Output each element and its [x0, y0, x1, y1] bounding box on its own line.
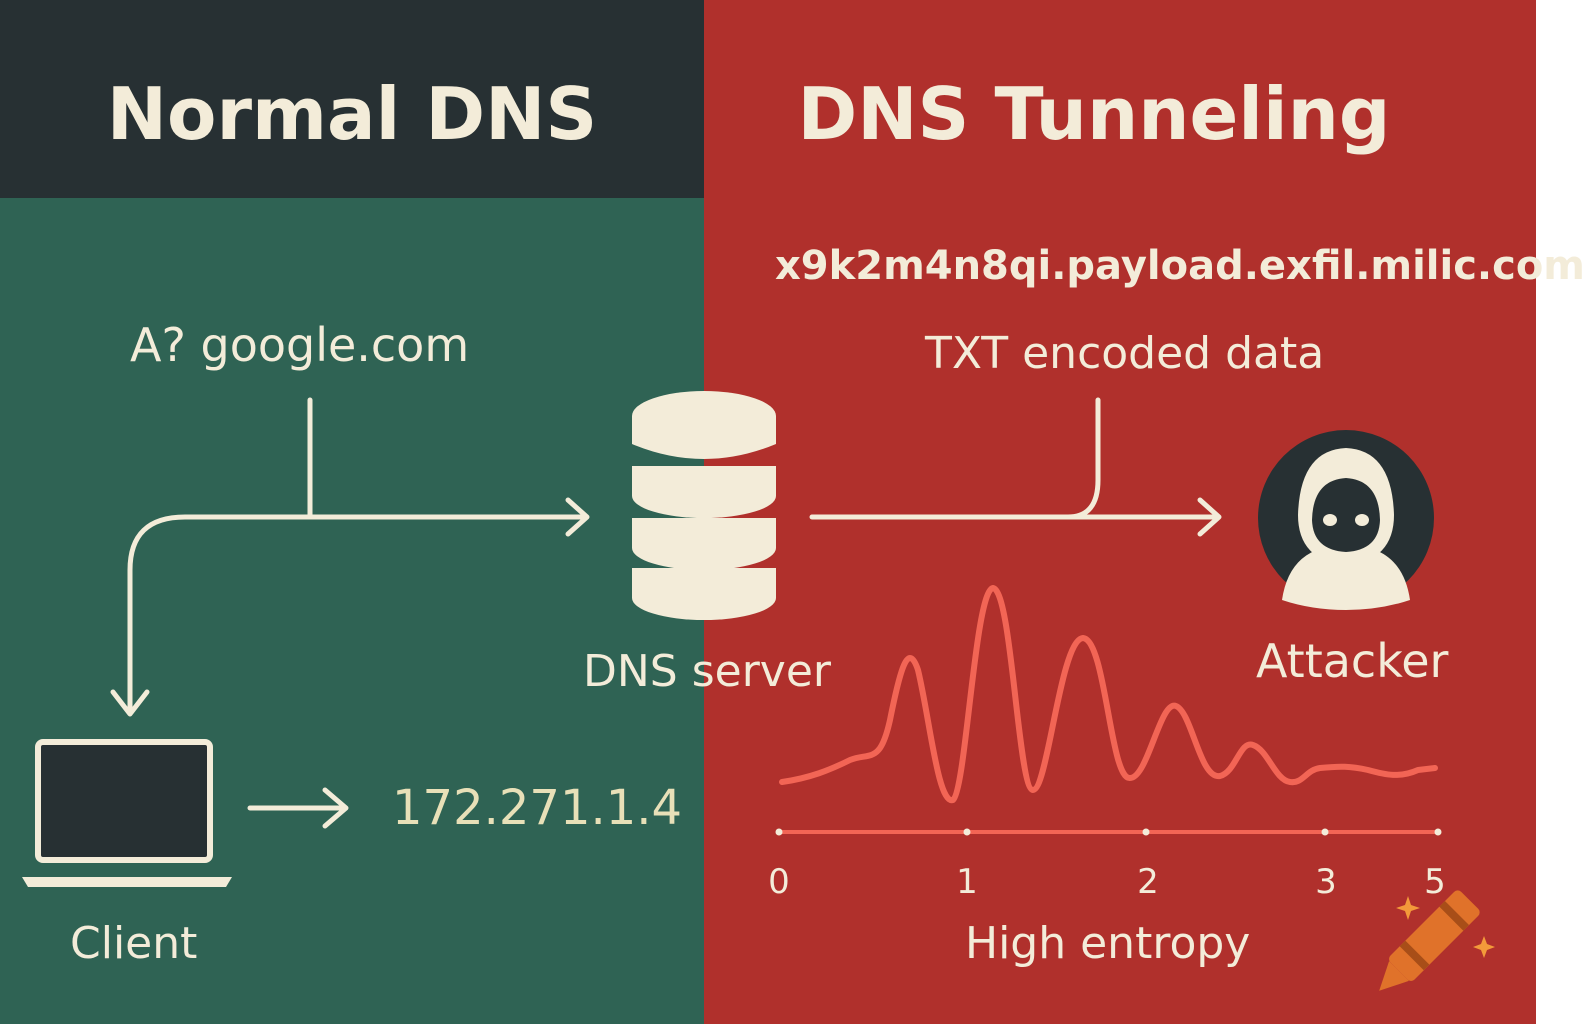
- query-flow-arrow: [110, 397, 590, 717]
- entropy-waveform: [779, 585, 1438, 803]
- txt-record-label: TXT encoded data: [925, 328, 1325, 379]
- answer-arrow: [247, 787, 349, 829]
- normal-dns-title: Normal DNS: [106, 72, 598, 156]
- axis-tick-label: 3: [1315, 862, 1337, 902]
- tunnel-domain-label: x9k2m4n8qi.payload.exfil.milic.com: [775, 243, 1585, 289]
- exfil-flow-arrow: [809, 397, 1222, 537]
- dns-query-label: A? google.com: [130, 318, 470, 372]
- axis-tick-label: 1: [956, 862, 978, 902]
- laptop-icon: [22, 739, 232, 887]
- dns-tunneling-title: DNS Tunneling: [797, 72, 1391, 156]
- dns-flow-diagram: [22, 391, 1495, 991]
- entropy-axis-label: High entropy: [965, 918, 1251, 969]
- dns-server-label: DNS server: [583, 646, 831, 697]
- client-label: Client: [70, 918, 198, 969]
- normal-dns-header: [0, 0, 704, 198]
- hooded-hacker-icon: [1258, 430, 1434, 610]
- axis-tick-label: 2: [1137, 862, 1159, 902]
- resolved-ip-label: 172.271.1.4: [392, 780, 683, 836]
- axis-tick-label: 5: [1424, 862, 1446, 902]
- axis-tick-label: 0: [768, 862, 790, 902]
- crayon-logo: [1379, 890, 1495, 991]
- attacker-label: Attacker: [1256, 634, 1449, 688]
- database-icon: [632, 391, 776, 620]
- entropy-axis: [775, 828, 1442, 836]
